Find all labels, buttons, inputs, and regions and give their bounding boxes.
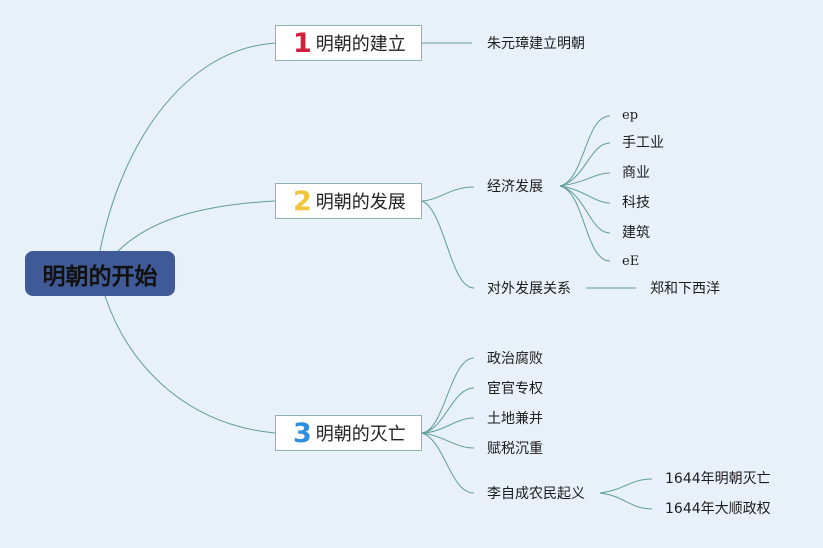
number-3-icon: 3 — [293, 417, 312, 449]
subtopic-ming-fall-1644[interactable]: 1644年明朝灭亡 — [665, 471, 771, 487]
subtopic-technology[interactable]: 科技 — [622, 195, 650, 211]
subtopic-commerce[interactable]: 商业 — [622, 165, 650, 181]
number-2-icon: 2 — [293, 185, 312, 217]
link-root-topic3 — [104, 295, 276, 434]
link-topic2-foreign — [421, 200, 475, 289]
subtopic-land-annexation[interactable]: 土地兼并 — [487, 411, 543, 427]
subtopic-zhu-yuanzhang[interactable]: 朱元璋建立明朝 — [487, 36, 585, 52]
link-uprising-2 — [599, 492, 653, 510]
subtopic-ee[interactable]: eE — [622, 254, 640, 269]
link-topic3-d — [421, 432, 475, 449]
link-economy-ep — [559, 115, 611, 187]
subtopic-foreign-relations[interactable]: 对外发展关系 — [487, 281, 571, 297]
subtopic-zheng-he[interactable]: 郑和下西洋 — [650, 281, 720, 297]
link-topic2-economy — [421, 186, 475, 202]
subtopic-heavy-taxes[interactable]: 赋税沉重 — [487, 441, 543, 457]
number-1-icon: 1 — [293, 27, 312, 59]
topic-2-label: 明朝的发展 — [315, 192, 406, 213]
topic-1-label: 明朝的建立 — [315, 34, 406, 55]
link-topic3-uprising — [421, 432, 475, 494]
link-economy-handicraft — [559, 142, 611, 187]
root-topic[interactable]: 明朝的开始 — [25, 251, 175, 296]
subtopic-ep[interactable]: ep — [622, 108, 639, 123]
link-topic3-b — [421, 387, 475, 434]
link-economy-architecture — [559, 185, 611, 234]
link-economy-tech — [559, 185, 611, 204]
topic-2[interactable]: 2 明朝的发展 — [275, 183, 422, 219]
subtopic-architecture[interactable]: 建筑 — [622, 225, 650, 241]
link-root-topic1 — [99, 42, 276, 252]
link-root-topic2 — [117, 200, 276, 252]
subtopic-dashun-regime-1644[interactable]: 1644年大顺政权 — [665, 501, 771, 517]
link-uprising-1 — [599, 478, 653, 494]
link-topic3-a — [421, 357, 475, 434]
subtopic-handicraft[interactable]: 手工业 — [622, 135, 664, 151]
topic-3[interactable]: 3 明朝的灭亡 — [275, 415, 422, 451]
link-economy-commerce — [559, 172, 611, 187]
link-topic3-c — [421, 417, 475, 434]
topic-3-label: 明朝的灭亡 — [315, 424, 406, 445]
subtopic-political-corruption[interactable]: 政治腐败 — [487, 351, 543, 367]
subtopic-li-zicheng-uprising[interactable]: 李自成农民起义 — [487, 486, 585, 502]
topic-1[interactable]: 1 明朝的建立 — [275, 25, 422, 61]
subtopic-economy[interactable]: 经济发展 — [487, 179, 543, 195]
root-topic-label: 明朝的开始 — [42, 263, 158, 290]
link-economy-ee — [559, 185, 611, 262]
subtopic-eunuch-power[interactable]: 宦官专权 — [487, 381, 543, 397]
